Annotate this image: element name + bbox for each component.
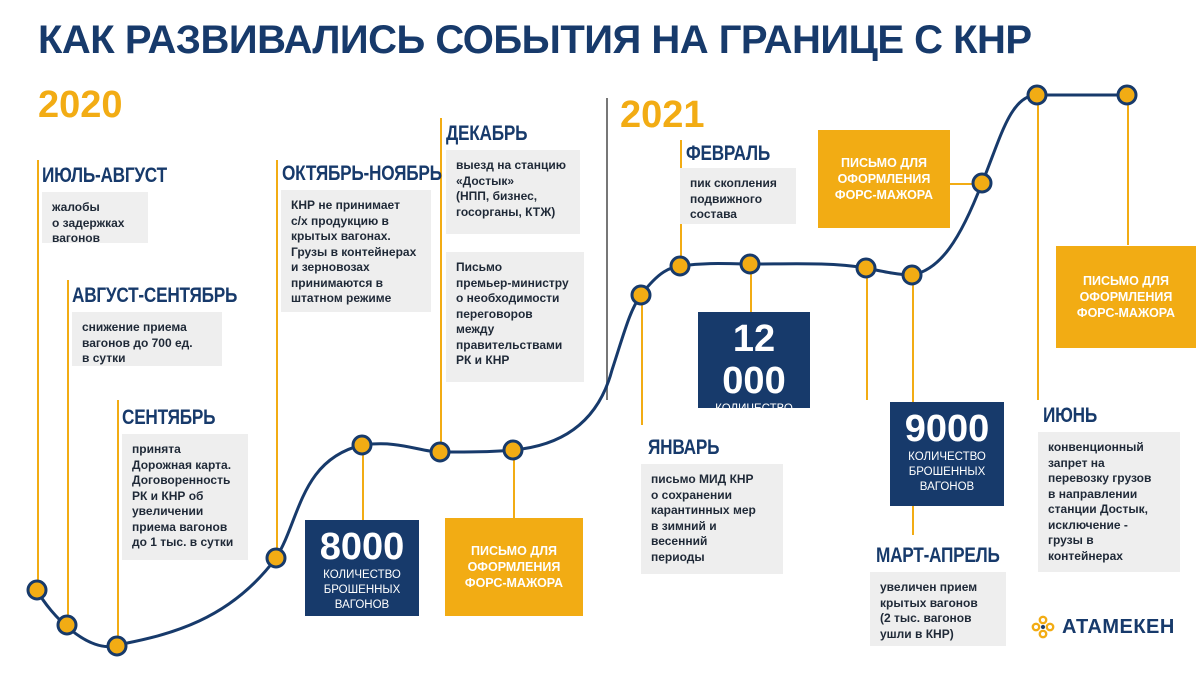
stat-label-9000: КОЛИЧЕСТВО БРОШЕННЫХ ВАГОНОВ	[908, 451, 986, 493]
stat-label-12000: КОЛИЧЕСТВО БРОШЕННЫХ ВАГОНОВ	[715, 403, 793, 445]
timeline-dot-12000	[739, 253, 761, 275]
stat-box-9000: 9000 КОЛИЧЕСТВО БРОШЕННЫХ ВАГОНОВ	[890, 402, 1004, 506]
connector-jul-aug	[37, 160, 39, 590]
connector-jun	[1037, 95, 1039, 400]
atameken-logo-icon	[1031, 615, 1055, 639]
text-dec-2: Письмо премьер-министру о необходимости …	[446, 252, 584, 382]
timeline-dot-aug-sep	[56, 614, 78, 636]
text-jan: письмо МИД КНР о сохранении карантинных …	[641, 464, 783, 574]
text-feb: пик скопления подвижного состава	[680, 168, 796, 224]
heading-jun: ИЮНЬ	[1043, 404, 1097, 427]
year-divider	[606, 98, 608, 400]
stat-value-9000: 9000	[904, 408, 990, 450]
connector-fm3	[1127, 95, 1129, 245]
timeline-dot-jun	[1026, 84, 1048, 106]
force-majeure-box-3: ПИСЬМО ДЛЯ ОФОРМЛЕНИЯ ФОРС-МАЖОРА	[1056, 246, 1196, 348]
connector-oct-nov	[276, 160, 278, 560]
text-jun: конвенционный запрет на перевозку грузов…	[1038, 432, 1180, 572]
connector-8000	[362, 445, 364, 520]
timeline-dot-sep	[106, 635, 128, 657]
heading-jul-aug: ИЮЛЬ-АВГУСТ	[42, 164, 167, 187]
timeline-dot-fm2	[971, 172, 993, 194]
stat-value-12000: 12 000	[722, 318, 786, 402]
year-2021-label: 2021	[620, 94, 705, 136]
force-majeure-box-2: ПИСЬМО ДЛЯ ОФОРМЛЕНИЯ ФОРС-МАЖОРА	[818, 130, 950, 228]
timeline-dot-dec	[429, 441, 451, 463]
heading-sep: СЕНТЯБРЬ	[122, 406, 216, 429]
text-dec-1: выезд на станцию «Достык» (НПП, бизнес, …	[446, 150, 580, 234]
heading-dec: ДЕКАБРЬ	[446, 122, 528, 145]
connector-jan	[641, 295, 643, 425]
timeline-dot-jul-aug	[26, 579, 48, 601]
heading-oct-nov: ОКТЯБРЬ-НОЯБРЬ	[282, 162, 442, 185]
connector-sep	[117, 400, 119, 646]
heading-mar-apr: МАРТ-АПРЕЛЬ	[876, 544, 1000, 567]
heading-feb: ФЕВРАЛЬ	[686, 142, 770, 165]
text-aug-sep: снижение приема вагонов до 700 ед. в сут…	[72, 312, 222, 366]
page-title: КАК РАЗВИВАЛИСЬ СОБЫТИЯ НА ГРАНИЦЕ С КНР	[38, 18, 1032, 62]
atameken-logo: АТАМЕКЕН	[1030, 614, 1175, 640]
connector-9000	[866, 268, 868, 400]
year-2020-label: 2020	[38, 84, 123, 126]
timeline-dot-fm3	[1116, 84, 1138, 106]
timeline-dot-8000	[351, 434, 373, 456]
stat-box-8000: 8000 КОЛИЧЕСТВО БРОШЕННЫХ ВАГОНОВ	[305, 520, 419, 616]
atameken-logo-text: АТАМЕКЕН	[1062, 615, 1175, 638]
heading-jan: ЯНВАРЬ	[648, 436, 720, 459]
timeline-dot-9000	[855, 257, 877, 279]
timeline-dot-feb	[669, 255, 691, 277]
timeline-dot-mar-apr	[901, 264, 923, 286]
timeline-dot-fm1	[502, 439, 524, 461]
text-oct-nov: КНР не принимает с/х продукцию в крытых …	[281, 190, 431, 312]
connector-12000	[750, 265, 752, 313]
text-mar-apr: увеличен прием крытых вагонов (2 тыс. ва…	[870, 572, 1006, 646]
timeline-dot-jan	[630, 284, 652, 306]
heading-aug-sep: АВГУСТ-СЕНТЯБРЬ	[72, 284, 238, 307]
timeline-dot-oct-nov	[265, 547, 287, 569]
text-sep: принята Дорожная карта. Договоренность Р…	[122, 434, 248, 560]
stat-value-8000: 8000	[319, 526, 405, 568]
connector-fm2	[948, 183, 982, 185]
connector-aug-sep	[67, 280, 69, 625]
stat-label-8000: КОЛИЧЕСТВО БРОШЕННЫХ ВАГОНОВ	[323, 569, 401, 611]
force-majeure-box-1: ПИСЬМО ДЛЯ ОФОРМЛЕНИЯ ФОРС-МАЖОРА	[445, 518, 583, 616]
stat-box-12000: 12 000 КОЛИЧЕСТВО БРОШЕННЫХ ВАГОНОВ	[698, 312, 810, 445]
connector-fm1	[513, 452, 515, 522]
connector-dec	[440, 118, 442, 453]
text-jul-aug: жалобы о задержках вагонов	[42, 192, 148, 245]
